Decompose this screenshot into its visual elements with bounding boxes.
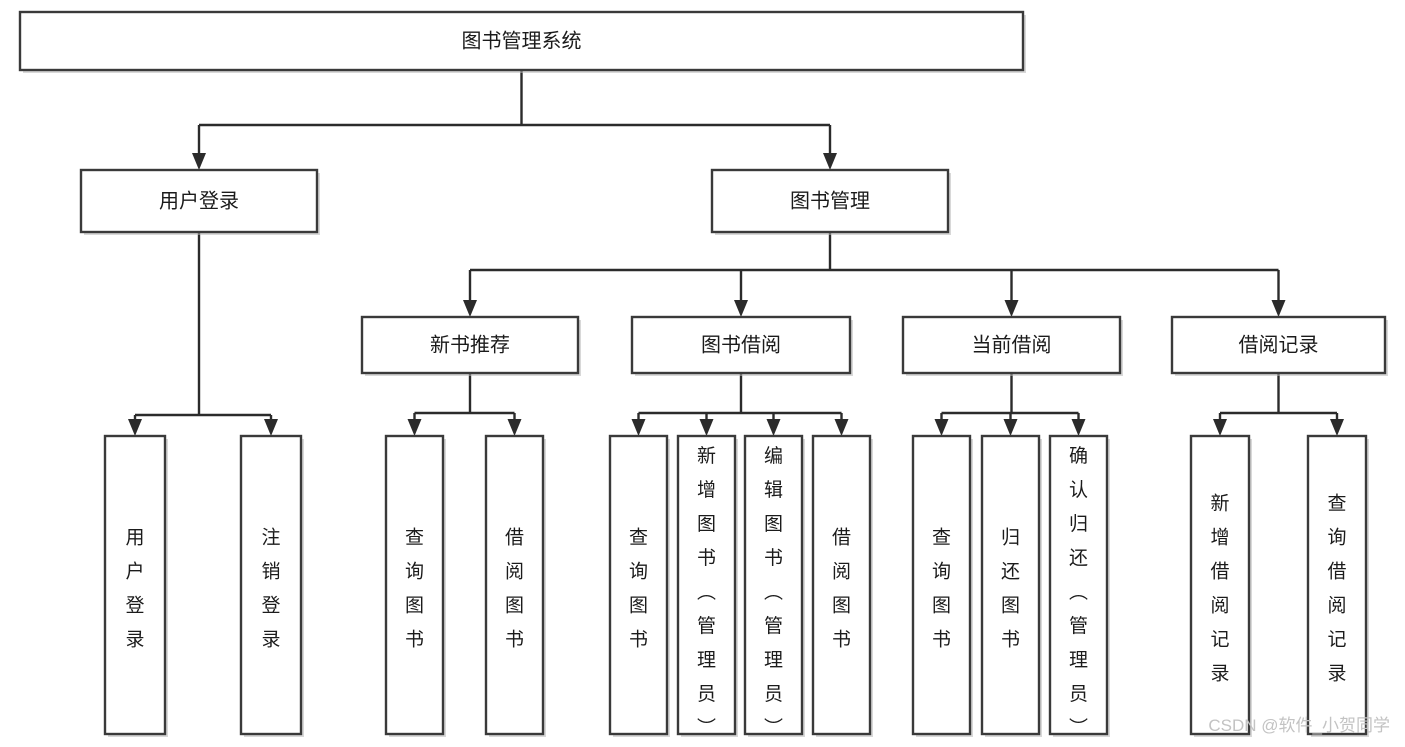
arrow-head-icon [631,419,646,436]
arrow-head-icon [766,419,781,436]
node-rect[interactable] [79,168,319,234]
connector-layer [128,70,1344,436]
node-leaf-edit-book[interactable]: 编辑图书︵管理员︶ [743,434,805,739]
node-label: 图书管理 [790,189,870,212]
node-leaf-query-book-2[interactable]: 查询图书 [608,434,670,737]
node-label: 注销登录 [261,527,280,651]
node-label: 查询图书 [629,527,648,651]
node-leaf-user-logout[interactable]: 注销登录 [239,434,304,737]
arrow-head-icon [507,419,522,436]
node-book-manage[interactable]: 图书管理 [710,168,951,235]
node-leaf-query-book-1[interactable]: 查询图书 [384,434,446,737]
arrow-head-icon [734,300,748,317]
node-label: 当前借阅 [972,333,1052,356]
node-leaf-borrow-book-1[interactable]: 借阅图书 [484,434,546,737]
node-label: 查询图书 [405,527,424,651]
node-leaf-add-record[interactable]: 新增借阅记录 [1189,434,1252,737]
node-root[interactable]: 图书管理系统 [18,10,1026,73]
node-user-login[interactable]: 用户登录 [79,168,320,235]
node-rect[interactable] [384,434,445,736]
node-rect[interactable] [710,168,950,234]
node-label: 归还图书 [1001,527,1020,651]
node-leaf-return-book[interactable]: 归还图书 [980,434,1042,737]
node-rect[interactable] [811,434,872,736]
node-rect[interactable] [911,434,972,736]
node-label: 编辑图书︵管理员︶ [764,445,783,739]
node-borrow-record[interactable]: 借阅记录 [1170,315,1388,376]
node-label: 确认归还︵管理员︶ [1069,445,1088,739]
node-rect[interactable] [901,315,1122,375]
arrow-head-icon [834,419,849,436]
node-label: 借阅图书 [505,527,524,651]
node-label: 用户登录 [159,189,239,212]
arrow-head-icon [1330,419,1344,436]
node-label: 新书推荐 [430,333,510,356]
node-label: 查询借阅记录 [1327,493,1346,685]
node-rect[interactable] [360,315,580,375]
node-rect[interactable] [484,434,545,736]
arrow-head-icon [1071,419,1086,436]
arrow-head-icon [1213,419,1227,436]
node-rect[interactable] [239,434,303,736]
arrow-head-icon [192,153,206,170]
node-rect[interactable] [103,434,167,736]
node-rect[interactable] [676,434,737,736]
node-label: 新增借阅记录 [1210,493,1229,685]
node-rect[interactable] [608,434,669,736]
node-rect[interactable] [18,10,1025,72]
arrow-head-icon [128,419,142,436]
arrow-head-icon [823,153,837,170]
node-new-book-recommend[interactable]: 新书推荐 [360,315,581,376]
arrow-head-icon [264,419,278,436]
arrow-head-icon [934,419,949,436]
arrow-head-icon [1271,300,1286,317]
node-rect[interactable] [630,315,852,375]
arrow-head-icon [699,419,714,436]
node-label: 图书管理系统 [462,29,582,52]
node-rect[interactable] [1048,434,1109,736]
node-leaf-query-book-3[interactable]: 查询图书 [911,434,973,737]
node-leaf-query-record[interactable]: 查询借阅记录 [1306,434,1369,737]
arrow-head-icon [407,419,422,436]
node-label: 借阅记录 [1239,333,1319,356]
watermark-label: CSDN @软件_小贺同学 [1208,716,1390,735]
node-label: 查询图书 [932,527,951,651]
node-leaf-user-login[interactable]: 用户登录 [103,434,168,737]
node-label: 新增图书︵管理员︶ [697,445,716,739]
arrow-head-icon [1004,300,1019,317]
node-rect[interactable] [743,434,804,736]
node-rect[interactable] [1306,434,1368,736]
arrow-head-icon [1003,419,1018,436]
node-leaf-add-book[interactable]: 新增图书︵管理员︶ [676,434,738,739]
node-book-borrow[interactable]: 图书借阅 [630,315,853,376]
node-label: 借阅图书 [832,527,851,651]
node-rect[interactable] [1170,315,1387,375]
node-rect[interactable] [1189,434,1251,736]
node-leaf-confirm-return[interactable]: 确认归还︵管理员︶ [1048,434,1110,739]
node-rect[interactable] [980,434,1041,736]
node-leaf-borrow-book-2[interactable]: 借阅图书 [811,434,873,737]
node-layer: 图书管理系统用户登录图书管理新书推荐图书借阅当前借阅借阅记录用户登录注销登录查询… [18,10,1388,739]
node-current-borrow[interactable]: 当前借阅 [901,315,1123,376]
node-label: 图书借阅 [701,333,781,356]
arrow-head-icon [463,300,477,317]
node-label: 用户登录 [125,528,144,651]
